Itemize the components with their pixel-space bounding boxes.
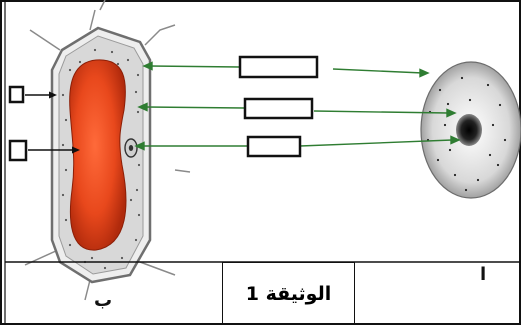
answer-box-left-2[interactable] [10, 141, 26, 160]
label-a: ا [480, 264, 486, 285]
answer-box-left-1[interactable] [10, 87, 23, 102]
document-title-box: الوثيقة 1 [222, 262, 355, 325]
label-b: ب [94, 290, 112, 311]
answer-box-3[interactable] [248, 137, 300, 156]
document-title: الوثيقة 1 [246, 283, 332, 305]
plant-nucleolus [129, 145, 133, 151]
plant-vacuole [70, 60, 126, 250]
animal-nucleus [456, 114, 482, 146]
answer-box-2[interactable] [245, 99, 312, 118]
answer-box-1[interactable] [240, 57, 317, 77]
